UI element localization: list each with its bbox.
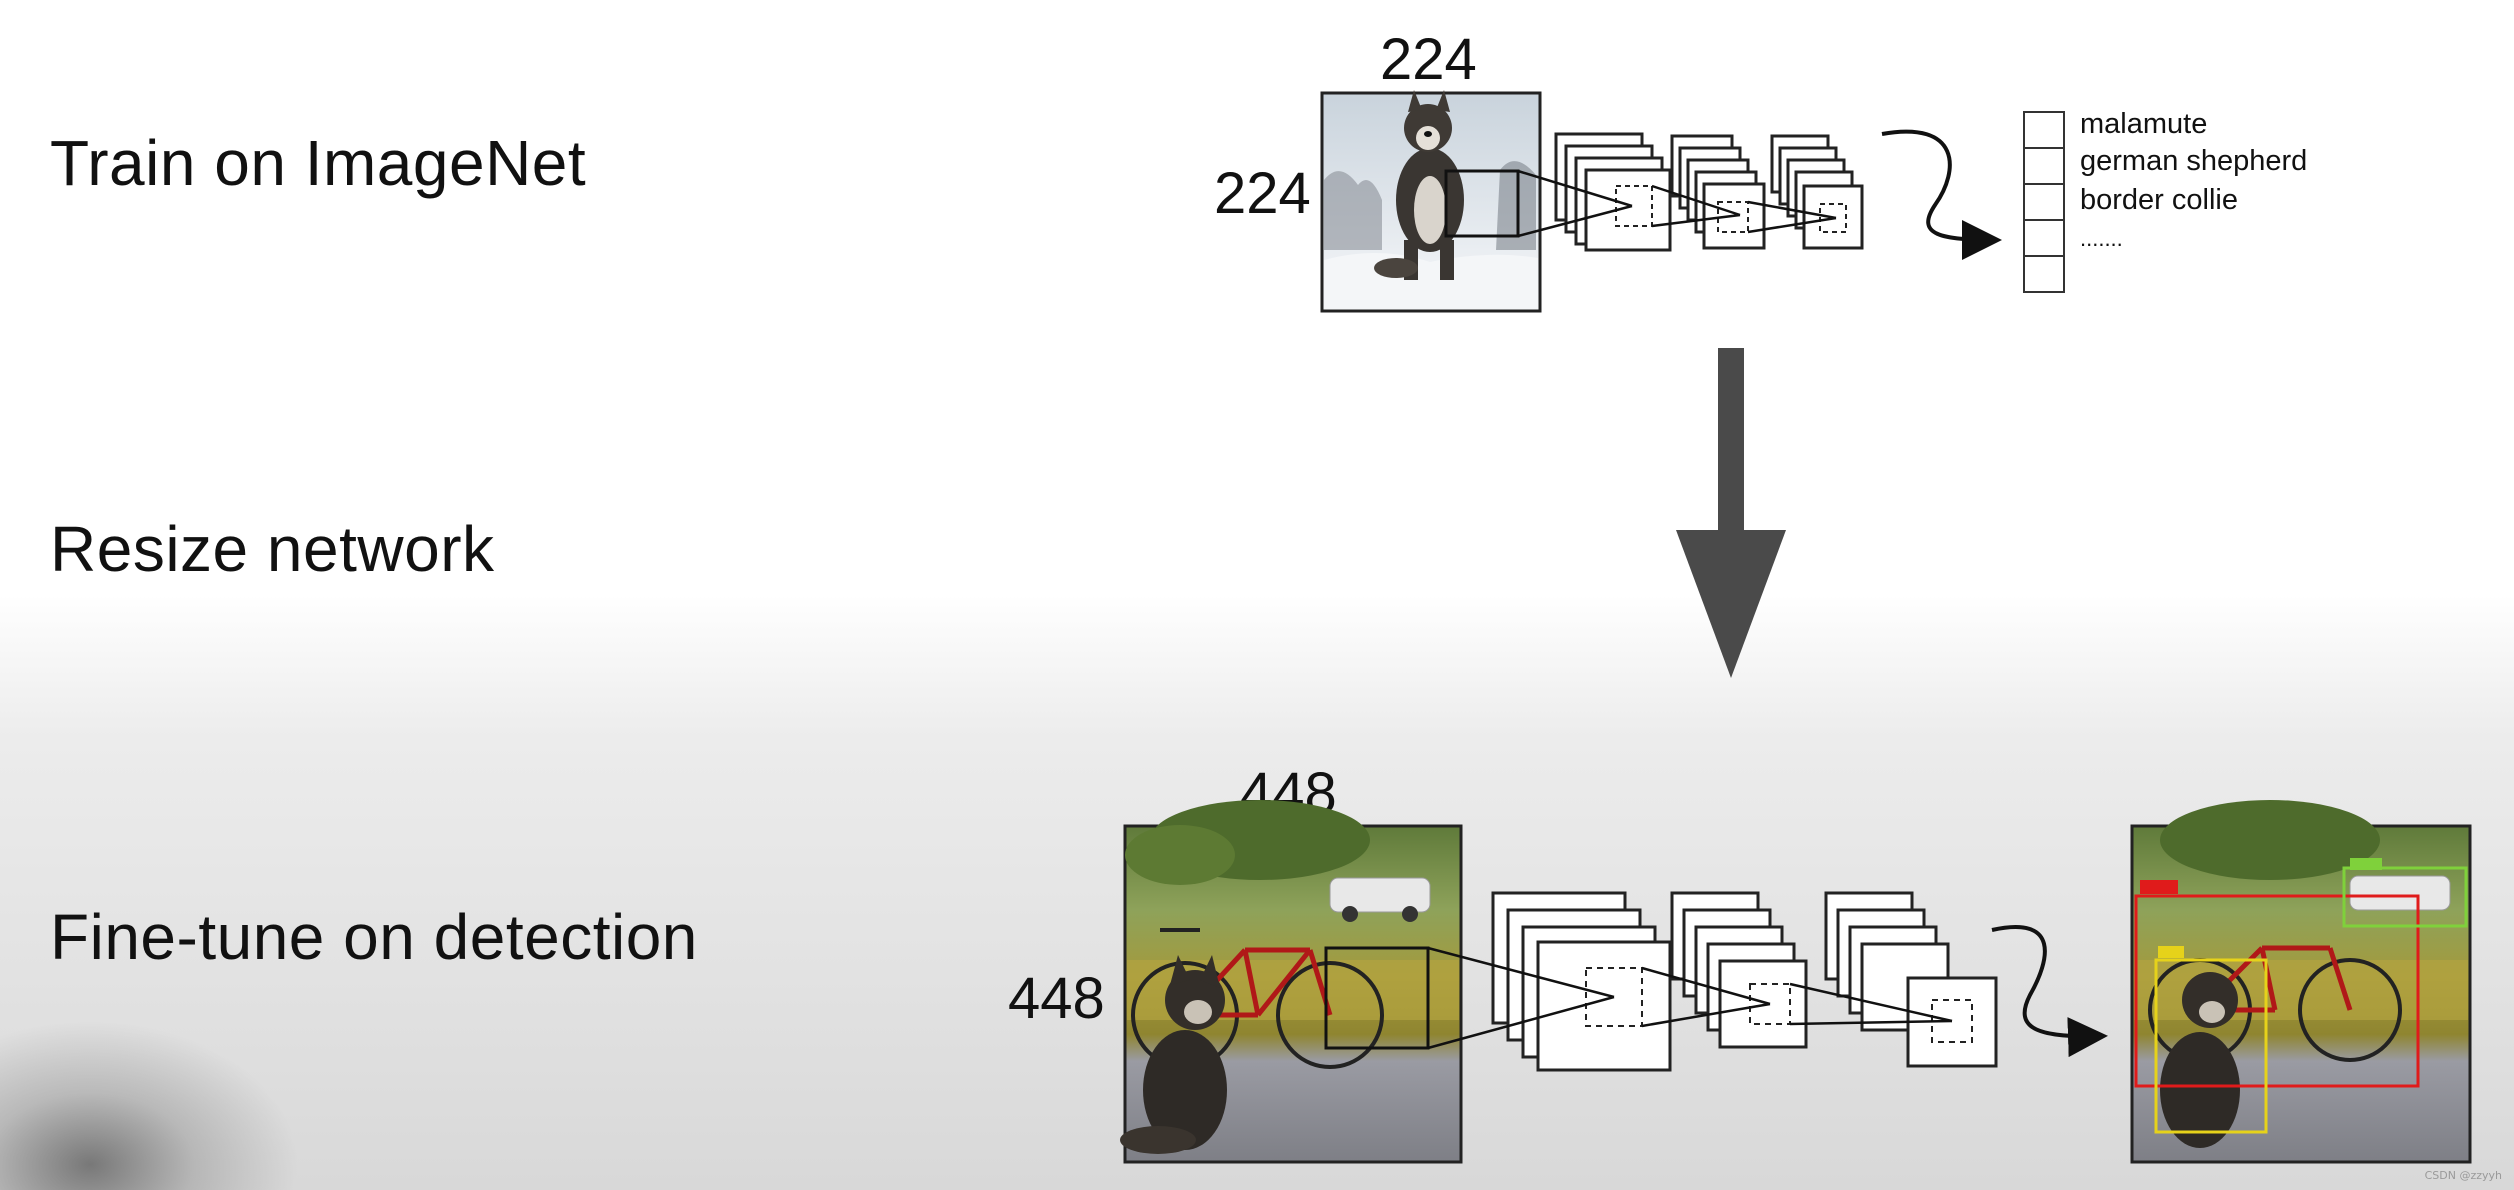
detection-output-image [2130, 800, 2472, 1164]
input-image-448 [1120, 800, 1463, 1164]
top-width-label: 224 [1380, 27, 1477, 92]
conv-stack-3-top [1770, 134, 1864, 250]
conv-stack-3-bottom [1824, 891, 1998, 1068]
conv-stack-2-top [1670, 134, 1766, 250]
class-label-malamute: malamute [2080, 108, 2208, 140]
stage-label-train: Train on ImageNet [50, 127, 587, 199]
class-label-ellipsis: ....... [2080, 226, 2123, 251]
top-height-label: 224 [1214, 161, 1311, 226]
conv-stack-1-top [1554, 132, 1672, 252]
conv-stack-2-bottom [1670, 891, 1808, 1049]
stage-label-finetune: Fine-tune on detection [50, 901, 698, 973]
conv-stack-1-bottom [1491, 891, 1672, 1072]
down-arrow [1676, 348, 1786, 678]
dog-detection-tag [2158, 946, 2184, 958]
projection-lines-bottom [1427, 946, 1953, 1050]
dog-detection-box [2154, 958, 2268, 1134]
class-label-german-shepherd: german shepherd [2080, 145, 2308, 177]
curved-arrow-top [1881, 129, 2002, 260]
stage-label-resize: Resize network [50, 513, 495, 585]
dog-silhouette-bottom [1120, 955, 1227, 1154]
input-image-224 [1320, 90, 1542, 313]
bottom-height-label: 448 [1008, 966, 1105, 1031]
projection-lines-top [1517, 169, 1837, 238]
corner-smudge [0, 1020, 300, 1190]
bicycle-detection-tag [2140, 880, 2178, 894]
watermark: CSDN @zzyyh [2424, 1169, 2502, 1182]
curved-arrow-bottom [1991, 925, 2108, 1058]
truck-detection-tag [2350, 858, 2382, 870]
class-label-border-collie: border collie [2080, 184, 2238, 216]
truck-detection-box [2342, 866, 2468, 928]
bicycle-detection-box [2134, 894, 2420, 1088]
class-output-vector [2023, 111, 2065, 293]
